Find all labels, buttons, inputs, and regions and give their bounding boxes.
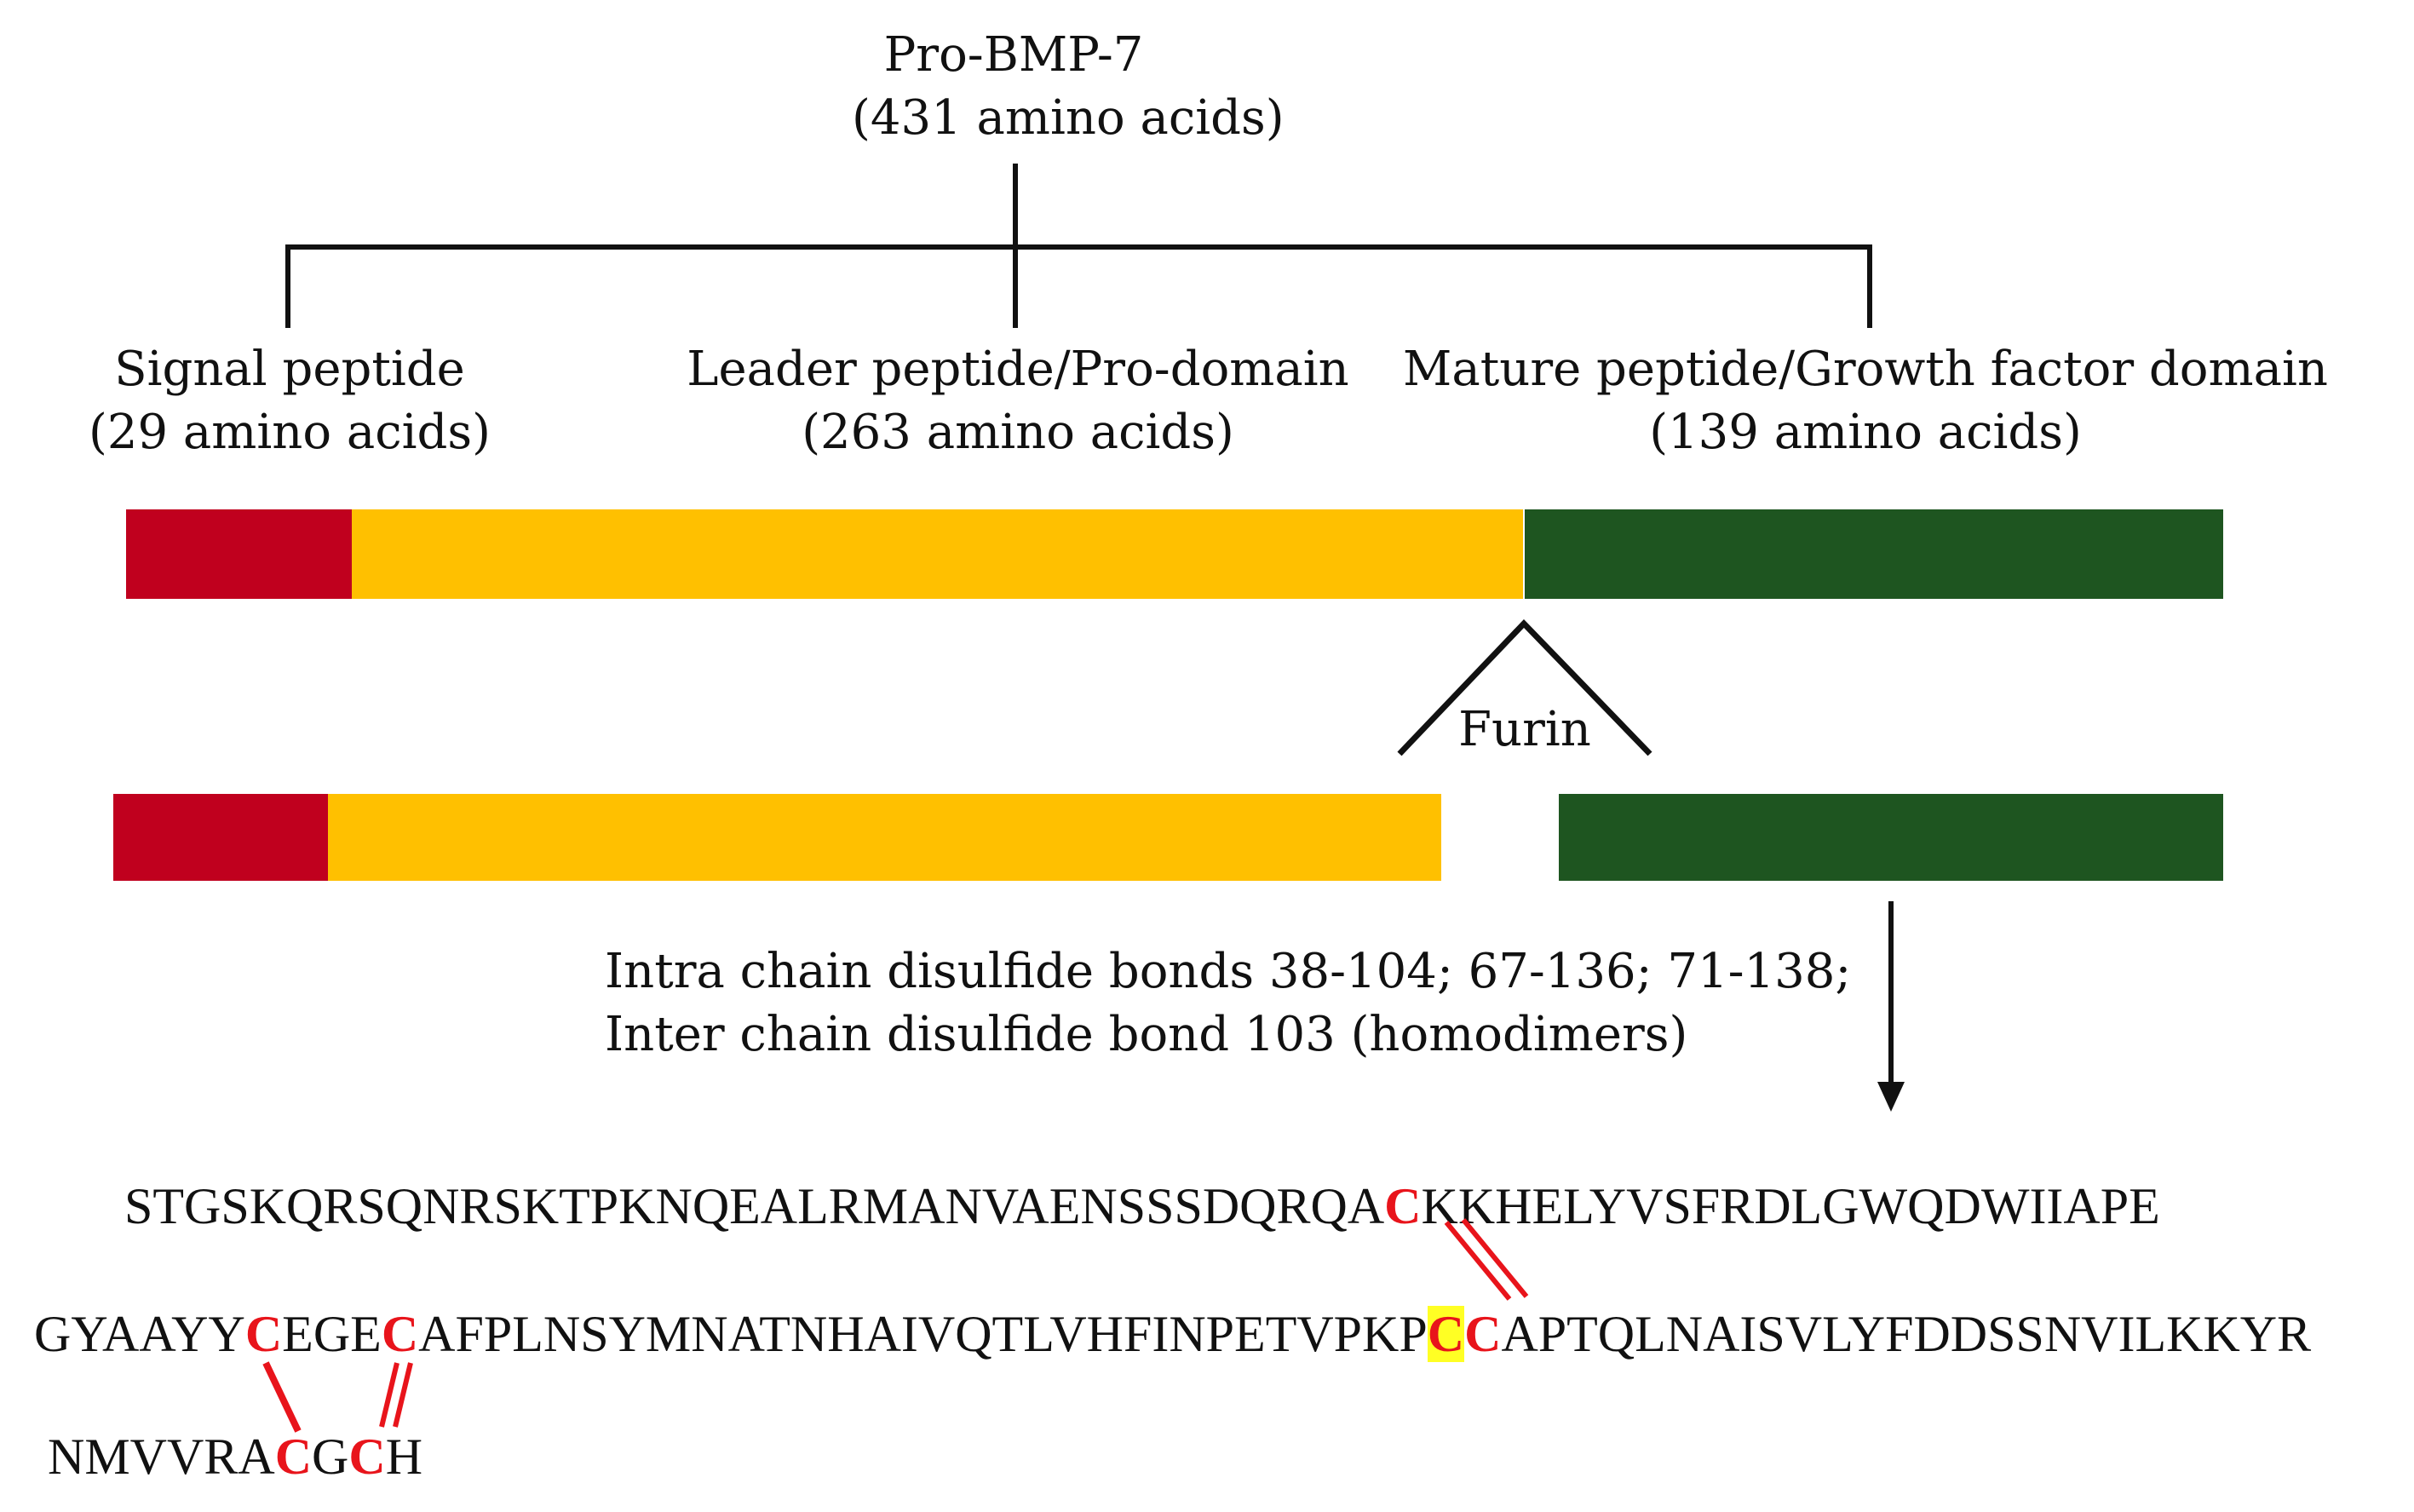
sequence-fragment: EGE bbox=[282, 1306, 382, 1362]
cysteine-residue: C bbox=[381, 1306, 419, 1362]
furin-label: Furin bbox=[1458, 702, 1591, 757]
signal-peptide-label: Signal peptide (29 amino acids) bbox=[89, 342, 491, 460]
sequence-fragment: KKHELYVSFRDLGWQDWIIAPE bbox=[1421, 1178, 2160, 1234]
sequence-fragment: AFPLNSYMNATNHAIVQTLVHFINPETVPKP bbox=[418, 1306, 1428, 1362]
sequence-line-2: GYAAYYCEGECAFPLNSYMNATNHAIVQTLVHFINPETVP… bbox=[34, 1305, 2311, 1364]
highlighted-cysteine: C bbox=[1427, 1306, 1465, 1362]
cleaved-signal-segment bbox=[113, 794, 328, 881]
sequence-line-1: STGSKQRSQNRSKTPKNQEALRMANVAENSSSDQRQACKK… bbox=[124, 1177, 2160, 1236]
disulfide-bonds-note: Intra chain disulfide bonds 38-104; 67-1… bbox=[605, 940, 1851, 1066]
signal-segment bbox=[126, 509, 352, 599]
cysteine-residue: C bbox=[348, 1429, 386, 1485]
mature-peptide-label: Mature peptide/Growth factor domain (139… bbox=[1403, 342, 2328, 460]
sequence-fragment: GYAAYY bbox=[34, 1306, 245, 1362]
prodomain-segment bbox=[352, 509, 1523, 599]
cysteine-residue: C bbox=[274, 1429, 313, 1485]
sequence-fragment: STGSKQRSQNRSKTPKNQEALRMANVAENSSSDQRQA bbox=[124, 1178, 1385, 1234]
sequence-line-3: NMVVRACGCH bbox=[48, 1428, 422, 1486]
mature-segment bbox=[1525, 509, 2223, 599]
sequence-fragment: APTQLNAISVLYFDDSSNVILKKYR bbox=[1501, 1306, 2312, 1362]
inter-chain-bond: Inter chain disulfide bond 103 (homodime… bbox=[605, 1007, 1688, 1062]
sequence-fragment: NMVVRA bbox=[48, 1429, 275, 1485]
cysteine-residue: C bbox=[1384, 1178, 1422, 1234]
sequence-fragment: H bbox=[385, 1429, 423, 1485]
cysteine-residue: C bbox=[1464, 1306, 1502, 1362]
protein-name: Pro-BMP-7 bbox=[883, 27, 1144, 83]
sequence-fragment: G bbox=[312, 1429, 349, 1485]
intra-chain-bonds: Intra chain disulfide bonds 38-104; 67-1… bbox=[605, 944, 1852, 999]
cysteine-residue: C bbox=[244, 1306, 283, 1362]
prodomain-label: Leader peptide/Pro-domain (263 amino aci… bbox=[687, 342, 1349, 460]
cleaved-prodomain-segment bbox=[328, 794, 1441, 881]
cleaved-mature-bar bbox=[1559, 794, 2223, 881]
